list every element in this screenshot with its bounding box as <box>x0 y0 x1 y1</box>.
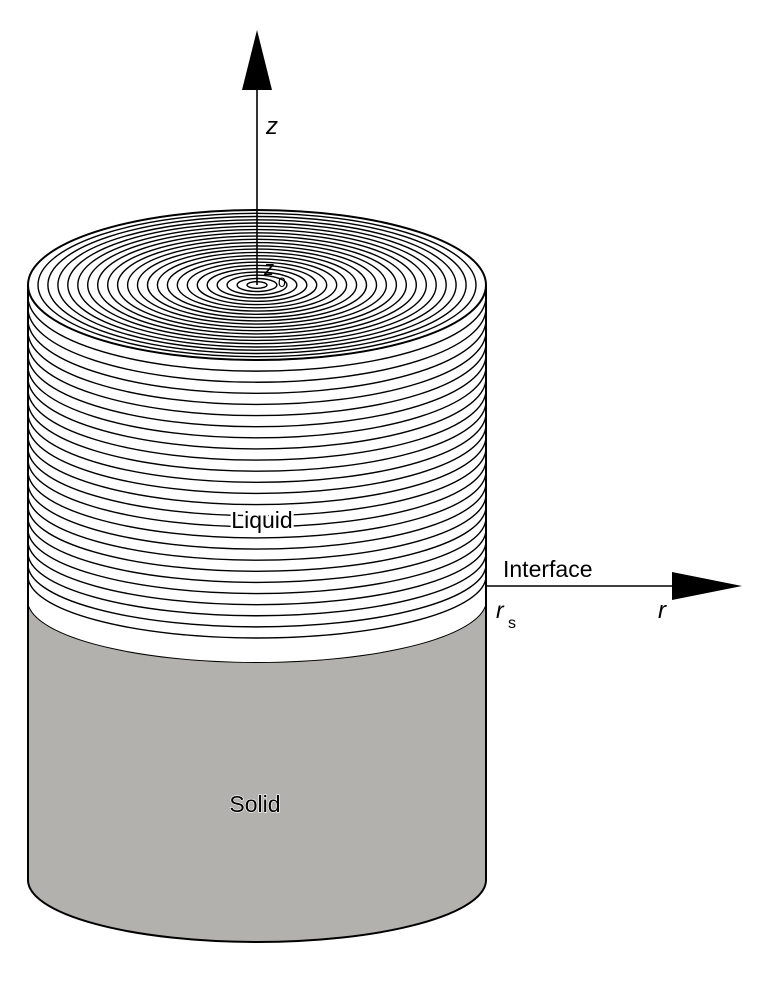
interface-label: Interface <box>503 556 593 582</box>
svg-text:s: s <box>508 615 516 632</box>
liquid-side-ring <box>27 331 487 406</box>
liquid-side-ring <box>27 471 487 539</box>
z-axis-arrowhead <box>242 30 272 90</box>
svg-text:r: r <box>496 597 505 623</box>
solid-label: Solid <box>229 791 280 817</box>
liquid-side-ring <box>27 354 487 428</box>
liquid-side-ring <box>27 482 487 550</box>
liquid-side-ring <box>27 552 487 617</box>
liquid-side-ring <box>27 436 487 506</box>
liquid-side-ring <box>27 447 487 517</box>
liquid-side-ring <box>27 424 487 495</box>
liquid-side-ring <box>27 459 487 528</box>
z-axis-label: z <box>265 113 278 140</box>
svg-text:0: 0 <box>278 274 286 290</box>
liquid-side-ring <box>27 541 487 606</box>
liquid-side-ring <box>27 413 487 484</box>
liquid-side-ring <box>27 494 487 561</box>
liquid-side-ring <box>27 401 487 472</box>
liquid-side <box>28 285 486 662</box>
liquid-label: Liquid <box>231 507 292 533</box>
liquid-side-ring <box>27 366 487 439</box>
liquid-side-ring <box>27 564 487 628</box>
liquid-side-ring <box>27 506 487 572</box>
liquid-side-ring <box>27 529 487 595</box>
svg-text:z: z <box>263 258 274 280</box>
liquid-side-ring <box>27 343 487 417</box>
liquid-side-ring <box>27 389 487 461</box>
z0-label: z 0 <box>263 258 286 290</box>
liquid-side-ring <box>27 378 487 450</box>
r-axis-label: r <box>658 597 667 624</box>
liquid-side-ring <box>27 575 487 639</box>
liquid-side-ring <box>27 296 487 372</box>
liquid-side-ring <box>27 319 487 395</box>
liquid-side-ring <box>27 308 487 383</box>
r-axis-arrowhead <box>672 572 742 600</box>
rs-label: r s <box>496 597 516 632</box>
liquid-side-ring <box>27 517 487 584</box>
